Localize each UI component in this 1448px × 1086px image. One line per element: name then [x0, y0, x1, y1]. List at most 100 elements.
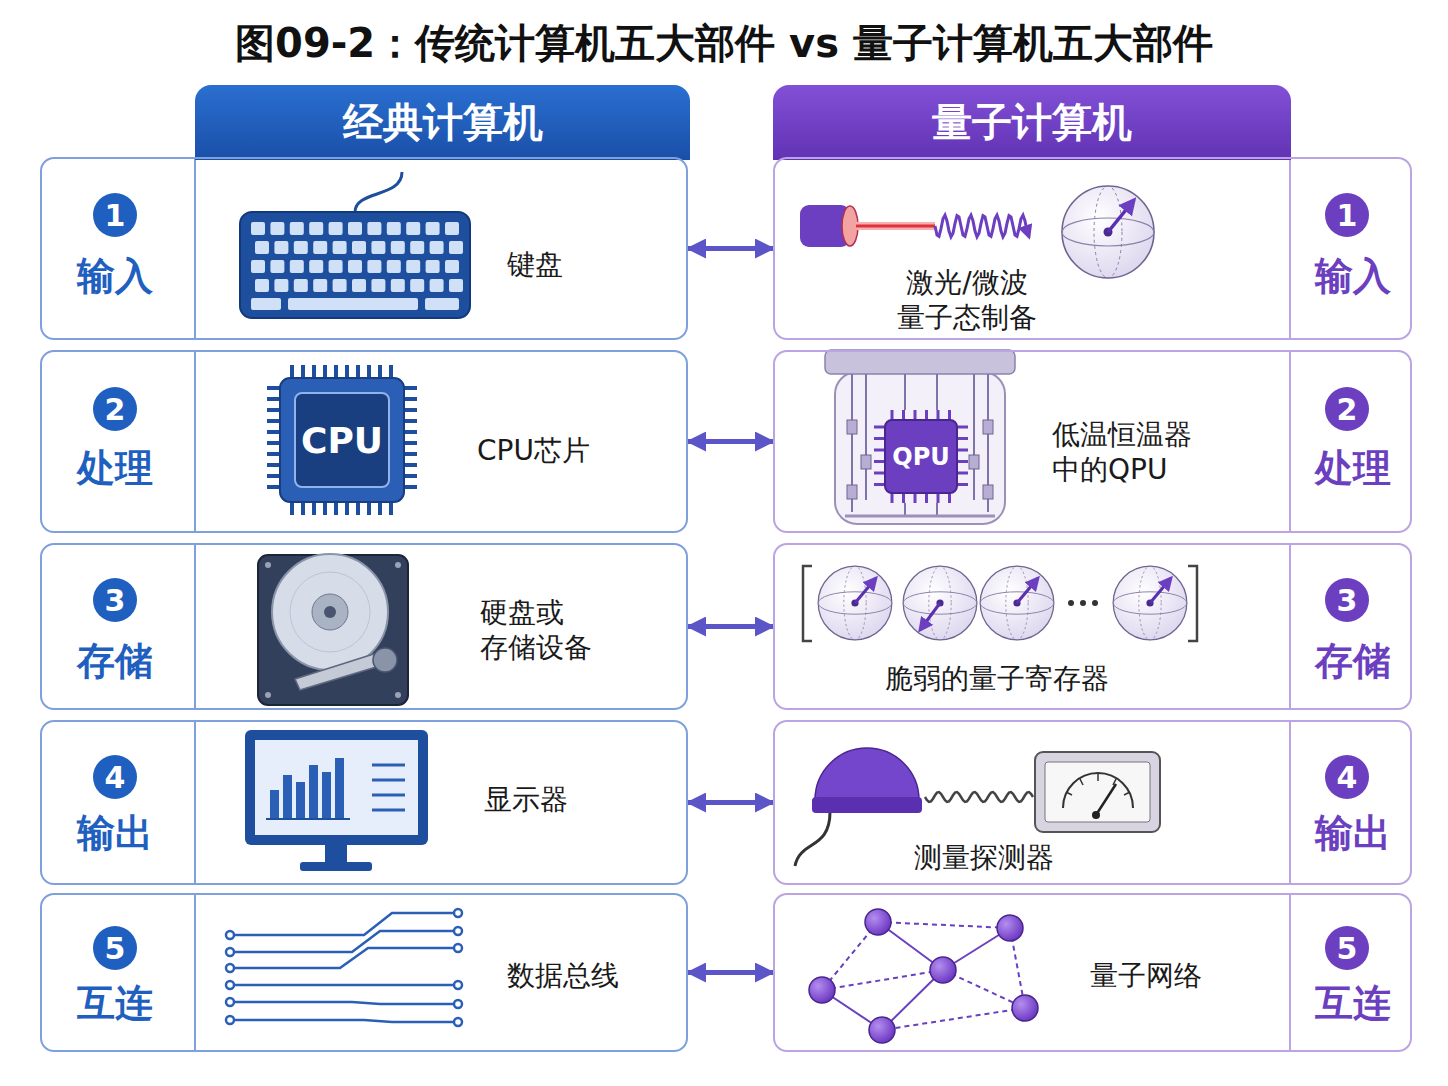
component-card: 4输出显示器	[40, 720, 688, 885]
illustration-part	[270, 222, 284, 235]
illustration-part	[878, 922, 1010, 928]
illustration-part	[795, 812, 830, 866]
illustration-part	[194, 545, 196, 709]
illustration-part	[313, 279, 327, 292]
illustration-part	[290, 260, 304, 273]
column-header: 经典计算机	[195, 85, 690, 160]
illustration-part	[1289, 159, 1291, 339]
illustration-part	[226, 998, 234, 1006]
illustration-part	[258, 555, 408, 705]
double-arrow	[688, 246, 773, 251]
illustration-part	[288, 298, 418, 310]
illustration-part	[822, 922, 1010, 1030]
illustration-part	[272, 554, 388, 670]
illustration-part	[1108, 200, 1134, 232]
illustration-part	[874, 410, 968, 503]
illustration-part	[283, 775, 292, 818]
illustration-part	[226, 964, 234, 972]
illustration-part	[930, 957, 956, 983]
illustration-part	[348, 260, 362, 273]
illustration-part	[232, 984, 455, 987]
step-number: 4	[93, 755, 137, 799]
illustration-part	[194, 159, 196, 339]
illustration-part	[255, 740, 418, 835]
illustration-part	[835, 372, 1005, 524]
illustration-part	[371, 279, 385, 292]
illustration-part	[847, 420, 857, 434]
component-name: 硬盘或 存储设备	[480, 595, 595, 665]
illustration-part	[333, 241, 347, 254]
component-name: CPU芯片	[477, 433, 590, 468]
illustration-part	[430, 241, 444, 254]
illustration-part	[865, 909, 891, 935]
callout-number: 3	[105, 583, 126, 618]
component-card: 3脆弱的量子寄存器存储	[773, 543, 1412, 710]
illustration-part	[1289, 895, 1291, 1051]
illustration-part	[232, 948, 455, 968]
illustration-part	[373, 648, 397, 672]
step-number: 4	[1325, 755, 1369, 799]
illustration-part	[845, 515, 995, 518]
illustration-part	[882, 1008, 1025, 1030]
illustration-part	[294, 241, 308, 254]
illustration-part	[903, 566, 977, 640]
illustration-part	[983, 420, 993, 434]
illustration-part	[809, 977, 835, 1003]
illustration-part	[395, 692, 401, 698]
illustration-part	[265, 562, 271, 568]
illustration-part	[372, 779, 405, 782]
illustration-part	[333, 279, 347, 292]
illustration-part	[426, 260, 440, 273]
illustration-part	[1113, 566, 1187, 640]
part-label: 输出	[1315, 810, 1391, 858]
callout-number: 5	[105, 931, 126, 966]
callout-number: 2	[105, 392, 126, 427]
part-label: 输入	[1315, 253, 1391, 301]
illustration-part	[1068, 600, 1074, 606]
illustration-part	[925, 792, 1033, 802]
illustration-part	[980, 566, 1054, 640]
component-name: 数据总线	[507, 958, 619, 993]
illustration-part	[232, 1020, 455, 1022]
component-name: 激光/微波 量子态制备	[894, 265, 1040, 335]
illustration-part	[904, 374, 906, 410]
illustration-part	[936, 503, 938, 515]
illustration-part	[322, 772, 331, 818]
illustration-part	[1080, 779, 1083, 785]
part-label: 输入	[77, 253, 153, 301]
illustration-part	[1097, 774, 1099, 781]
illustration-part	[226, 909, 462, 1026]
component-name: 脆弱的量子寄存器	[885, 661, 1109, 696]
header-text: 量子计算机	[932, 95, 1132, 150]
illustration-part	[267, 365, 417, 515]
illustration-part	[1289, 352, 1291, 532]
illustration-part	[251, 222, 463, 310]
illustration-part	[1150, 578, 1171, 603]
illustration-part	[290, 572, 370, 652]
step-number: 3	[1325, 578, 1369, 622]
figure-title: 图09-2：传统计算机五大部件 vs 量子计算机五大部件	[0, 16, 1448, 71]
illustration-part	[410, 279, 424, 292]
callout-number: 3	[1337, 583, 1358, 618]
header-text: 经典计算机	[343, 95, 543, 150]
step-number: 2	[93, 387, 137, 431]
illustration-part	[1096, 784, 1116, 815]
part-label: 处理	[77, 445, 153, 493]
component-card: 1输入键盘	[40, 157, 688, 340]
illustration-part	[300, 862, 372, 871]
illustration-part	[852, 374, 988, 515]
illustration-part	[324, 606, 336, 618]
illustration-part	[454, 1000, 462, 1008]
double-arrow	[688, 970, 773, 975]
component-card: 1激光/微波 量子态制备输入	[773, 157, 1412, 340]
part-label: 互连	[77, 980, 153, 1028]
illustration-part	[309, 260, 323, 273]
illustration-part	[274, 241, 288, 254]
illustration-part	[1035, 752, 1160, 832]
illustration-part	[825, 350, 1015, 374]
illustration-part	[842, 206, 858, 246]
illustration-part	[325, 845, 347, 863]
illustration-part	[822, 970, 943, 990]
component-card: 5量子网络互连	[773, 893, 1412, 1052]
illustration-part	[194, 722, 196, 884]
